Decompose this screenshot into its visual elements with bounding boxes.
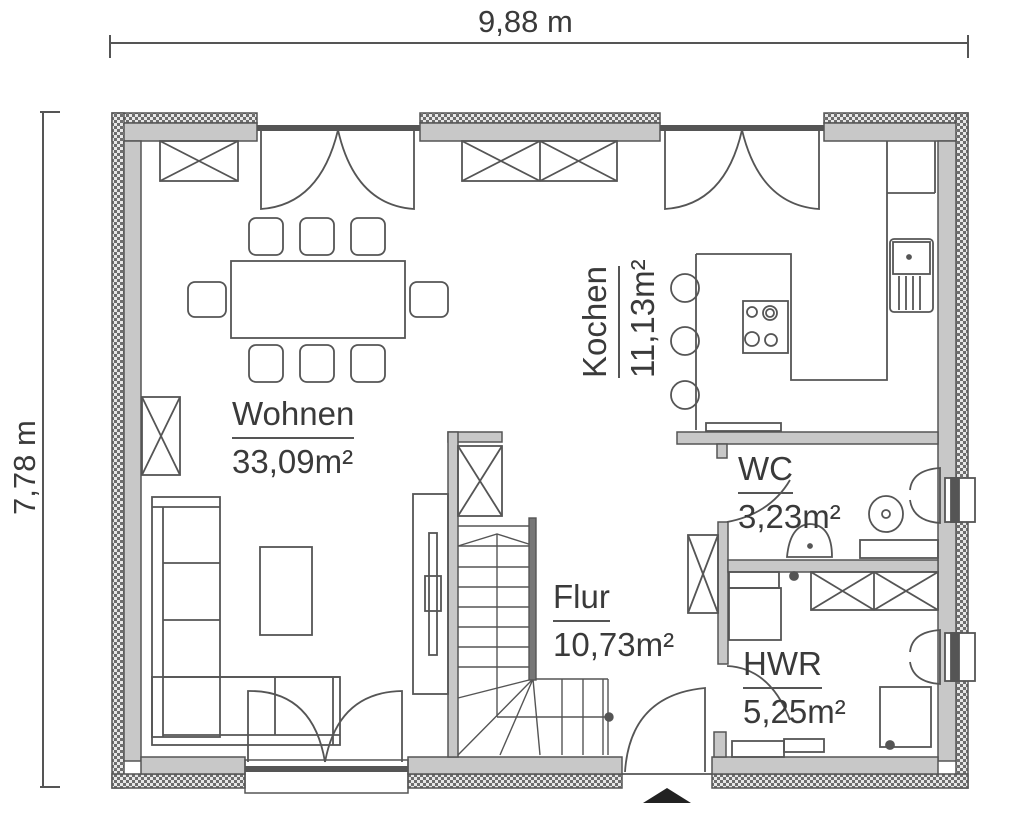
cabinet-left-wall bbox=[141, 396, 181, 476]
cabinet-hwr bbox=[810, 571, 939, 611]
room-label-wc: WC 3,23m² bbox=[738, 450, 841, 536]
cabinet-stairwell bbox=[457, 445, 503, 517]
double-door-wohnen bbox=[260, 129, 415, 210]
cabinet-top-center bbox=[461, 140, 618, 182]
sofa bbox=[151, 496, 341, 746]
double-door-kochen bbox=[664, 129, 820, 210]
exterior-walls bbox=[111, 112, 969, 789]
window-glazing bbox=[244, 125, 824, 794]
width-dimension-label: 9,88 m bbox=[478, 4, 573, 39]
depth-dimension-line bbox=[40, 111, 60, 788]
room-label-flur: Flur 10,73m² bbox=[553, 578, 674, 664]
hwr-fixtures bbox=[726, 479, 976, 758]
depth-dimension-label: 7,78 m bbox=[7, 420, 42, 515]
tv-unit bbox=[412, 493, 449, 695]
cabinet-top-left bbox=[159, 140, 239, 182]
room-name: Flur bbox=[553, 578, 610, 622]
entrance-arrow-icon bbox=[643, 788, 691, 803]
kitchen-island bbox=[695, 141, 888, 430]
staircase bbox=[457, 517, 614, 756]
room-label-wohnen: Wohnen 33,09m² bbox=[232, 395, 355, 481]
room-name: WC bbox=[738, 450, 793, 494]
width-dimension-line bbox=[109, 35, 969, 58]
wc-fixtures bbox=[786, 467, 976, 559]
coffee-table bbox=[259, 546, 313, 636]
kitchen-shelf bbox=[705, 422, 782, 432]
room-area: 3,23m² bbox=[738, 498, 841, 535]
room-name: HWR bbox=[743, 645, 822, 689]
furniture bbox=[141, 129, 976, 775]
room-area: 33,09m² bbox=[232, 443, 354, 480]
dining-table bbox=[230, 260, 406, 339]
room-area: 10,73m² bbox=[553, 626, 675, 663]
double-door-wohnen-bottom bbox=[247, 690, 403, 763]
room-name: Wohnen bbox=[232, 395, 355, 439]
room-name: Kochen bbox=[576, 266, 620, 378]
room-area: 11,13m² bbox=[624, 259, 661, 378]
front-door bbox=[622, 687, 712, 775]
interior-walls bbox=[447, 431, 939, 758]
room-label-hwr: HWR 5,25m² bbox=[743, 645, 846, 731]
kitchen-counter bbox=[887, 141, 936, 313]
cabinet-hall bbox=[687, 534, 719, 614]
room-label-kochen: Kochen 11,13m² bbox=[576, 259, 662, 378]
room-area: 5,25m² bbox=[743, 693, 846, 730]
